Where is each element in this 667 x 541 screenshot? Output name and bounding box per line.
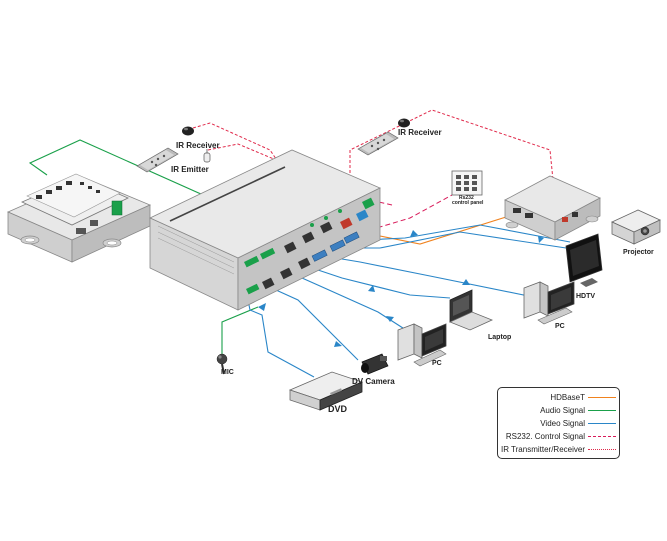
rs232-control-panel	[451, 170, 483, 196]
legend-label-video: Video Signal	[540, 419, 585, 428]
video-line-hdtv-2	[365, 224, 571, 243]
projector-device	[611, 209, 661, 245]
dvd-label: DVD	[328, 404, 348, 414]
rs232-line-panel	[369, 194, 453, 231]
arrow-pc-right	[462, 279, 470, 285]
projector-label: Projector	[623, 249, 654, 256]
pc-center-device	[397, 323, 447, 367]
legend-item-rs232: RS232. Control Signal	[506, 430, 619, 443]
hdtv-label: HDTV	[576, 293, 596, 300]
mic-label: MIC	[221, 369, 234, 376]
ir-receiver-right-label: IR Receiver	[398, 128, 442, 137]
ir-emitter	[203, 149, 211, 163]
arrow-laptop	[368, 285, 375, 292]
arrow-hdtv-2	[538, 236, 544, 243]
legend-label-hdbaset: HDBaseT	[550, 393, 585, 402]
legend-item-video: Video Signal	[540, 417, 619, 430]
legend-swatch-ir	[588, 449, 616, 450]
video-line-laptop	[317, 269, 451, 299]
dv-camera-label: DV Camera	[352, 377, 395, 386]
video-line-pc-right	[335, 257, 549, 301]
ir-receiver-right	[398, 118, 410, 128]
legend-label-audio: Audio Signal	[540, 406, 585, 415]
pc-right-label: PC	[555, 323, 565, 330]
ir-receiver-left	[182, 126, 194, 136]
laptop-label: Laptop	[488, 334, 512, 341]
arrow-hdtv	[410, 230, 418, 237]
main-switcher-device	[149, 149, 381, 311]
video-line-dvd	[247, 299, 315, 378]
arrow-dvd	[258, 303, 266, 311]
wall-controller-device	[7, 173, 152, 263]
signal-legend: HDBaseT Audio Signal Video Signal RS232.…	[497, 387, 620, 459]
legend-label-rs232: RS232. Control Signal	[505, 432, 585, 441]
legend-swatch-audio	[588, 410, 616, 411]
ir-receiver-left-label: IR Receiver	[176, 141, 220, 150]
video-line-hdtv-1	[352, 231, 567, 249]
arrow-pc-center	[386, 316, 394, 322]
mic-device	[216, 353, 228, 375]
video-signal-lines	[247, 224, 571, 378]
rs232-panel-label-line1: Rs232	[459, 195, 474, 201]
legend-swatch-hdbaset	[588, 397, 616, 398]
legend-item-ir: IR Transmitter/Receiver	[501, 443, 619, 456]
legend-item-audio: Audio Signal	[540, 404, 619, 417]
pc-right-device	[523, 281, 575, 325]
hdtv-device	[565, 233, 603, 287]
dvd-player-device	[288, 371, 364, 411]
legend-label-ir: IR Transmitter/Receiver	[500, 445, 585, 454]
rs232-panel-label-line2: control panel	[452, 200, 484, 206]
legend-swatch-rs232	[588, 436, 616, 437]
dv-camera-device	[361, 353, 389, 375]
arrow-dvcamera	[334, 341, 342, 347]
video-line-pc-center	[301, 277, 407, 331]
video-arrows	[258, 230, 544, 347]
ir-line-right-receiver	[349, 109, 554, 218]
remote-control-left	[136, 147, 179, 173]
laptop-device	[448, 289, 494, 331]
audio-line-mic	[221, 306, 259, 356]
legend-swatch-video	[588, 423, 616, 424]
pc-center-label: PC	[432, 360, 442, 367]
remote-control-right	[357, 131, 399, 156]
hdbaset-receiver-device	[504, 175, 601, 241]
video-line-dvcamera	[275, 289, 359, 361]
legend-item-hdbaset: HDBaseT	[550, 391, 619, 404]
ir-emitter-label: IR Emitter	[171, 165, 209, 174]
